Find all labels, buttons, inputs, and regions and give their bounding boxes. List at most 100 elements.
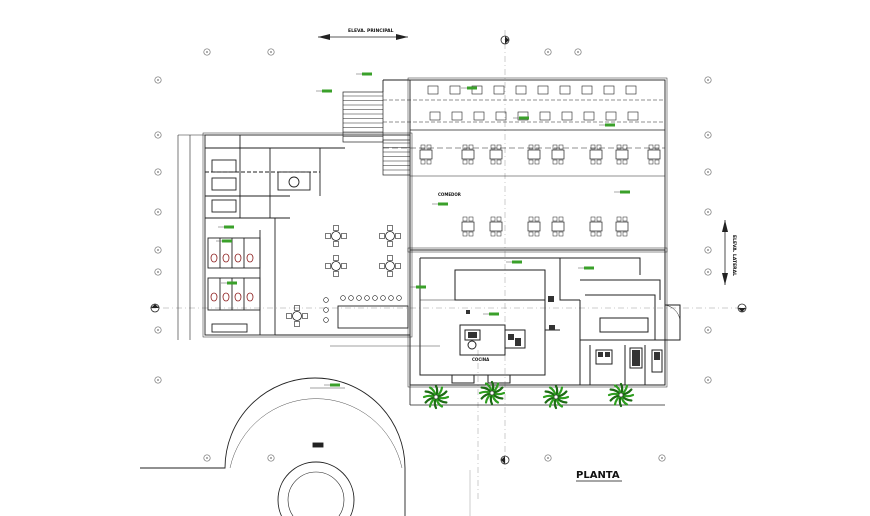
circular-plaza	[140, 377, 406, 516]
tag-mark	[489, 312, 499, 316]
chair	[333, 225, 339, 231]
booth	[471, 85, 485, 121]
table-top	[589, 221, 603, 232]
grid-bubble-dot	[707, 134, 709, 136]
chair	[387, 255, 393, 261]
booth-table	[625, 85, 637, 95]
chair	[558, 216, 564, 222]
annotation-tags	[216, 72, 630, 387]
annotation-tag	[410, 285, 426, 289]
chair	[552, 216, 558, 222]
booth-table	[561, 111, 573, 121]
grid-bubble-ring	[704, 168, 712, 176]
chair	[616, 216, 622, 222]
booth-table	[493, 85, 505, 95]
round-table	[325, 255, 347, 277]
annotation-tag	[578, 266, 594, 270]
dining-table	[647, 144, 661, 165]
grid-bubble	[704, 246, 712, 254]
grid-bubble-ring	[704, 326, 712, 334]
annotation-tag	[506, 260, 522, 264]
tag-mark	[438, 202, 448, 206]
booth	[537, 85, 551, 121]
chair	[596, 216, 602, 222]
booth-table	[451, 111, 463, 121]
left-wing	[177, 132, 413, 340]
grid-bubble	[704, 168, 712, 176]
chair	[590, 216, 596, 222]
grid-bubble	[704, 208, 712, 216]
tag-mark	[519, 116, 529, 120]
booth-table	[471, 85, 483, 95]
kitchen-label: COCINA	[472, 357, 490, 362]
annotation-tag	[221, 281, 237, 285]
chair	[462, 231, 468, 237]
palm-trunk	[553, 394, 559, 400]
elevation-marker-front: ELEVA. PRINCIPAL	[318, 28, 408, 40]
booth	[515, 85, 529, 121]
dining-table	[551, 144, 565, 165]
bar-stool	[380, 295, 386, 301]
tag-mark	[330, 383, 340, 387]
table-top	[615, 149, 629, 160]
grid-bubble-ring	[154, 168, 162, 176]
booth-seating	[427, 85, 639, 121]
table-top	[527, 149, 541, 160]
elevation-front-label: ELEVA. PRINCIPAL	[348, 28, 394, 34]
chair	[596, 159, 602, 165]
chair	[558, 159, 564, 165]
grid-bubble-dot	[157, 329, 159, 331]
chair	[420, 144, 426, 150]
chair	[387, 241, 393, 247]
grid-bubble-dot	[157, 249, 159, 251]
chair	[302, 313, 308, 319]
dining-table	[489, 216, 503, 237]
grid-bubble-ring	[704, 268, 712, 276]
chair	[490, 216, 496, 222]
staircase	[342, 91, 411, 176]
table-top	[589, 149, 603, 160]
chair	[528, 159, 534, 165]
booth	[427, 85, 441, 121]
chair	[379, 233, 385, 239]
grid-bubble-dot	[547, 51, 549, 53]
grid-bubble-ring	[154, 376, 162, 384]
dining-table	[527, 216, 541, 237]
grid-bubble	[203, 48, 211, 56]
booth-table	[495, 111, 507, 121]
booth-table	[427, 85, 439, 95]
annotation-tag	[614, 190, 630, 194]
annotation-tag	[461, 86, 477, 90]
chair	[387, 271, 393, 277]
round-table-top	[385, 231, 395, 241]
chair	[558, 144, 564, 150]
booth	[625, 85, 639, 121]
plan-title: PLANTA	[576, 470, 622, 482]
grid-bubble-ring	[544, 48, 552, 56]
round-table	[379, 225, 401, 247]
dining-table	[527, 144, 541, 165]
chair	[552, 144, 558, 150]
booth-table	[605, 111, 617, 121]
grid-bubble	[544, 454, 552, 462]
dining-table	[589, 216, 603, 237]
grid-bubble-dot	[577, 51, 579, 53]
grid-bubble	[154, 268, 162, 276]
dining-table	[489, 144, 503, 165]
chair	[468, 216, 474, 222]
round-table-top	[385, 261, 395, 271]
plan-title-text: PLANTA	[576, 470, 620, 481]
chair	[395, 263, 401, 269]
grid-bubble-dot	[547, 457, 549, 459]
grid-bubble-ring	[658, 454, 666, 462]
grid-bubble	[154, 246, 162, 254]
booth-table	[539, 111, 551, 121]
chair	[462, 159, 468, 165]
grid-bubble	[154, 76, 162, 84]
chair	[333, 241, 339, 247]
chair	[622, 159, 628, 165]
chair	[648, 159, 654, 165]
table-top	[489, 149, 503, 160]
booth	[559, 85, 573, 121]
